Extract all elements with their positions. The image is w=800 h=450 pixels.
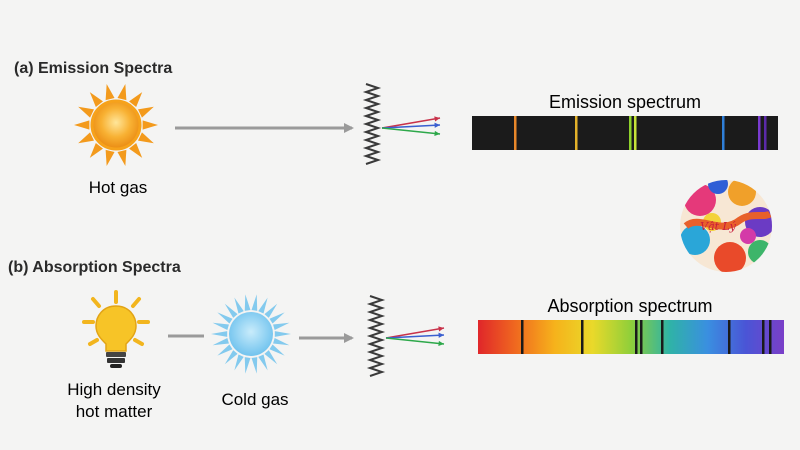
emission-line bbox=[758, 116, 761, 150]
emission-line bbox=[514, 116, 517, 150]
absorption-line bbox=[640, 320, 643, 354]
cold-gas-glow-spike bbox=[273, 337, 290, 346]
absorption-line bbox=[661, 320, 664, 354]
dispersed-rays-a bbox=[381, 116, 441, 137]
dispersed-ray bbox=[385, 327, 445, 339]
cold-gas-glow-spike bbox=[234, 297, 244, 314]
cold-gas-label: Cold gas bbox=[221, 390, 288, 409]
emission-line bbox=[634, 116, 637, 150]
cold-gas-glow-spike bbox=[217, 344, 233, 356]
emission-line bbox=[575, 116, 578, 150]
absorption-line bbox=[581, 320, 584, 354]
emission-spectrum-bar bbox=[472, 116, 778, 150]
cold-gas-glow-spike bbox=[224, 303, 238, 318]
ray-arrowhead bbox=[438, 340, 444, 347]
sun-ray bbox=[74, 120, 90, 130]
cold-gas-glow-spike bbox=[211, 331, 228, 337]
cold-gas-glow-spike bbox=[212, 337, 229, 346]
cold-gas-icon bbox=[211, 294, 291, 374]
cold-gas-glow-spike bbox=[251, 357, 258, 374]
sun-icon bbox=[74, 84, 158, 166]
sun-ray bbox=[137, 132, 154, 144]
absorption-spectrum-label: Absorption spectrum bbox=[547, 296, 712, 316]
absorption-line bbox=[521, 320, 524, 354]
cold-gas-glow-spike bbox=[244, 294, 251, 311]
emission-line bbox=[764, 116, 767, 150]
diffraction-grating-icon bbox=[362, 83, 382, 165]
source-label-line2: hot matter bbox=[76, 402, 153, 421]
sun-ray bbox=[142, 120, 158, 130]
cold-gas-glow-spike bbox=[269, 312, 285, 324]
sun-ray bbox=[89, 92, 103, 108]
cold-gas-glow-spike bbox=[212, 322, 229, 331]
emission-line bbox=[722, 116, 725, 150]
cold-gas-glow-spike bbox=[251, 294, 258, 311]
cold-gas-glow-spike bbox=[258, 354, 268, 371]
cold-gas-glow-spike bbox=[264, 303, 278, 318]
sun-ray bbox=[105, 84, 115, 101]
cold-gas-glow-spike bbox=[274, 331, 291, 337]
sun-ray bbox=[117, 149, 127, 166]
absorption-line bbox=[728, 320, 731, 354]
dispersed-ray bbox=[381, 127, 441, 135]
absorption-line bbox=[762, 320, 765, 354]
sun-ray bbox=[78, 106, 95, 118]
sun-ray bbox=[117, 84, 127, 101]
absorption-spectrum-bar bbox=[478, 320, 784, 354]
hot-gas-label: Hot gas bbox=[89, 178, 148, 197]
cold-gas-glow-spike bbox=[273, 322, 290, 331]
dispersed-ray bbox=[381, 124, 441, 129]
absorption-heading: (b) Absorption Spectra bbox=[8, 259, 181, 276]
emission-line bbox=[629, 116, 632, 150]
diffraction-grating-icon-b bbox=[366, 295, 386, 377]
logo-text: Vật Lý bbox=[700, 220, 737, 233]
sun-ray bbox=[137, 106, 154, 118]
cold-gas-glow-spike bbox=[258, 297, 268, 314]
cold-gas-glow-spike bbox=[217, 312, 233, 324]
cold-gas-glow-spike bbox=[264, 350, 278, 365]
vat-ly-logo: Vật Lý bbox=[680, 180, 772, 272]
cold-gas-glow-spike bbox=[269, 344, 285, 356]
ray-arrowhead bbox=[438, 326, 444, 332]
dispersed-rays-b bbox=[385, 326, 445, 347]
sun-ray bbox=[78, 132, 95, 144]
source-label-line1: High density bbox=[67, 380, 161, 399]
dispersed-ray bbox=[385, 334, 445, 339]
dispersed-ray bbox=[385, 337, 445, 345]
absorption-line bbox=[769, 320, 772, 354]
sun-ray bbox=[129, 92, 143, 108]
emission-heading: (a) Emission Spectra bbox=[14, 60, 172, 77]
absorption-line bbox=[635, 320, 638, 354]
ray-arrowhead bbox=[438, 332, 444, 338]
lightbulb-icon bbox=[82, 290, 150, 368]
emission-spectrum-label: Emission spectrum bbox=[549, 92, 701, 112]
sun-ray bbox=[105, 149, 115, 166]
ray-arrowhead bbox=[434, 130, 440, 137]
sun-ray bbox=[89, 142, 103, 158]
sun-ray bbox=[129, 142, 143, 158]
cold-gas-glow-spike bbox=[244, 357, 251, 374]
cold-gas-glow-spike bbox=[224, 350, 238, 365]
ray-arrowhead bbox=[434, 122, 440, 128]
cold-gas-glow-spike bbox=[234, 354, 244, 371]
dispersed-ray bbox=[381, 117, 441, 129]
ray-arrowhead bbox=[434, 116, 440, 122]
